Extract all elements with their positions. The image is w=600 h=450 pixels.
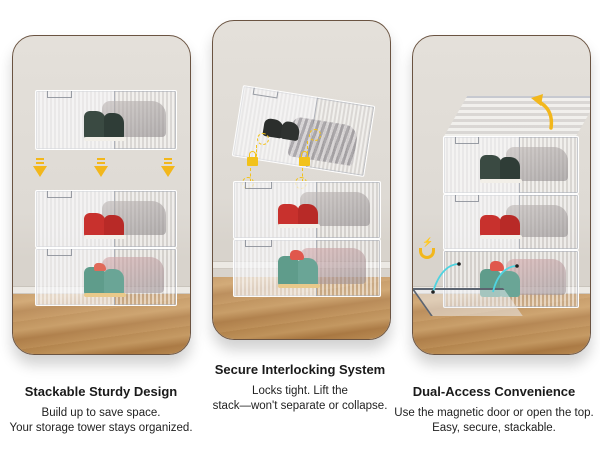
panel-interlocking-caption: Secure Interlocking System Locks tight. …: [198, 362, 402, 414]
panel-title: Dual-Access Convenience: [412, 384, 576, 399]
shoe-teal: [84, 267, 106, 295]
panel-stackable-caption: Stackable Sturdy Design Build up to save…: [0, 384, 202, 436]
panel-title: Secure Interlocking System: [214, 362, 386, 377]
lock-ring-icon: [309, 129, 321, 141]
lightning-icon: ⚡: [422, 237, 434, 247]
panel-dual-access-image: ⚡: [412, 35, 591, 355]
shoe-box-middle: [35, 190, 177, 248]
shoe-red: [480, 215, 502, 237]
shoe-red: [84, 213, 106, 237]
shoe-teal: [278, 256, 300, 286]
shoe-box-middle: [443, 194, 579, 250]
shoe-box-bottom: [35, 248, 177, 306]
padlock-icon: [299, 151, 310, 166]
panel-stackable-image: [12, 35, 191, 355]
magnet-icon: ⚡: [419, 237, 435, 260]
curved-arrow-up-icon: [531, 94, 554, 130]
shoe-dark-green: [84, 111, 106, 139]
arrow-down-icon: [161, 158, 175, 178]
shoe-box-top: [443, 136, 579, 194]
lifted-lid: [443, 96, 590, 138]
panel-description: Locks tight. Lift the stack—won't separa…: [212, 385, 388, 412]
panel-dual-access-caption: Dual-Access Convenience Use the magnetic…: [388, 384, 600, 436]
panel-title: Stackable Sturdy Design: [24, 384, 178, 399]
shoe-box-top: [35, 90, 177, 150]
panel-description: Build up to save space. Your storage tow…: [9, 407, 193, 434]
arrow-down-icon: [94, 158, 108, 178]
magnet-line-icon: [431, 262, 519, 294]
arrow-down-icon: [33, 158, 47, 178]
shoe-box-middle: [233, 181, 381, 239]
shoe-dark-green: [480, 155, 502, 181]
shoe-red: [278, 204, 300, 226]
lock-ring-icon: [257, 133, 269, 145]
panel-interlocking-image: [212, 20, 391, 340]
padlock-icon: [247, 151, 258, 166]
panel-description: Use the magnetic door or open the top. E…: [394, 407, 594, 434]
shoe-box-bottom: [233, 239, 381, 297]
